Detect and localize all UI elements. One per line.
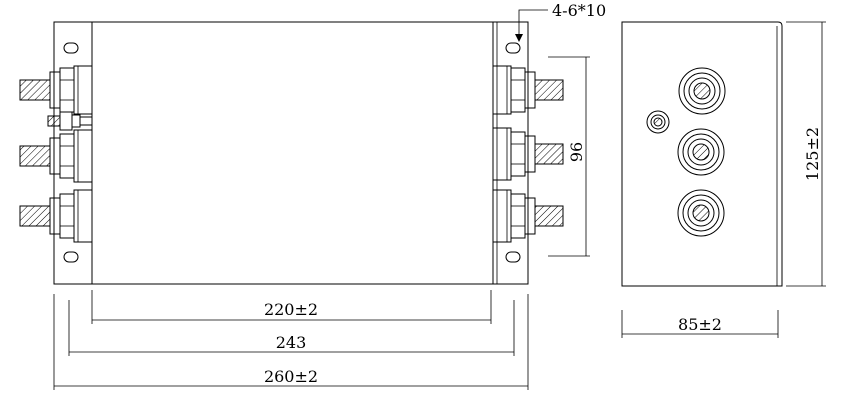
dim-243: 243 (68, 300, 515, 356)
side-outline (621, 21, 783, 287)
filter-body (91, 21, 494, 285)
side-ground-stud (646, 110, 670, 134)
mount-hole-top-left (63, 42, 79, 54)
depth-label: 85±2 (678, 315, 722, 334)
mount-hole-top-right (505, 42, 521, 54)
terminal-pitch-label: 96 (567, 142, 586, 162)
right-terminal-top (492, 65, 564, 115)
hole-pitch-label: 243 (276, 333, 307, 352)
right-terminal-middle (492, 127, 564, 181)
hole-spec-label: 4-6*10 (552, 1, 606, 20)
left-ground-stud (47, 111, 93, 131)
side-terminal-bottom (677, 189, 725, 237)
left-terminal-bottom (19, 189, 93, 243)
left-terminal-middle (19, 129, 93, 183)
dim-220: 220±2 (91, 290, 492, 324)
dim-260: 260±2 (53, 294, 529, 390)
hole-callout: 4-6*10 (515, 1, 606, 42)
side-view: 125±2 85±2 (621, 21, 826, 338)
side-terminal-top (678, 67, 726, 115)
front-view: 4-6*10 96 220±2 243 260±2 (19, 1, 606, 390)
side-terminal-middle (677, 128, 725, 176)
inner-width-label: 220±2 (264, 300, 318, 319)
right-terminal-bottom (492, 189, 564, 243)
terminal-pitch-dimension: 96 (548, 56, 590, 257)
left-terminal-top (19, 65, 93, 115)
total-length-label: 260±2 (264, 367, 318, 386)
depth-dimension: 85±2 (621, 310, 779, 338)
height-label: 125±2 (803, 127, 822, 181)
mount-hole-bottom-right (505, 251, 521, 263)
mount-hole-bottom-left (63, 251, 79, 263)
height-dimension: 125±2 (786, 21, 826, 287)
